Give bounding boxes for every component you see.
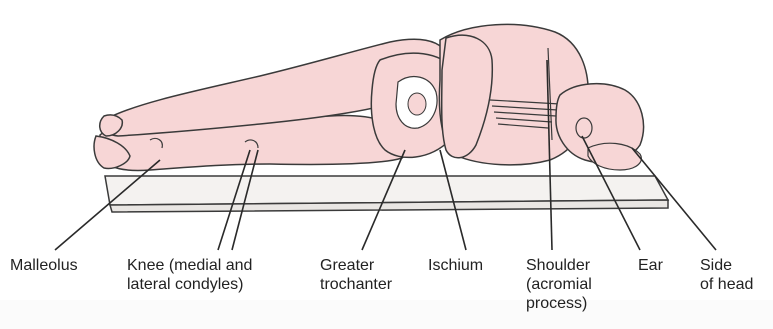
label-malleolus: Malleolus [10,256,78,275]
label-knee: Knee (medial and lateral condyles) [127,256,252,294]
label-side-of-head: Side of head [700,256,753,294]
patient-body [94,24,643,170]
label-ear: Ear [638,256,663,275]
label-ischium: Ischium [428,256,483,275]
label-greater-trochanter: Greater trochanter [320,256,392,294]
label-shoulder: Shoulder (acromial process) [526,256,592,313]
